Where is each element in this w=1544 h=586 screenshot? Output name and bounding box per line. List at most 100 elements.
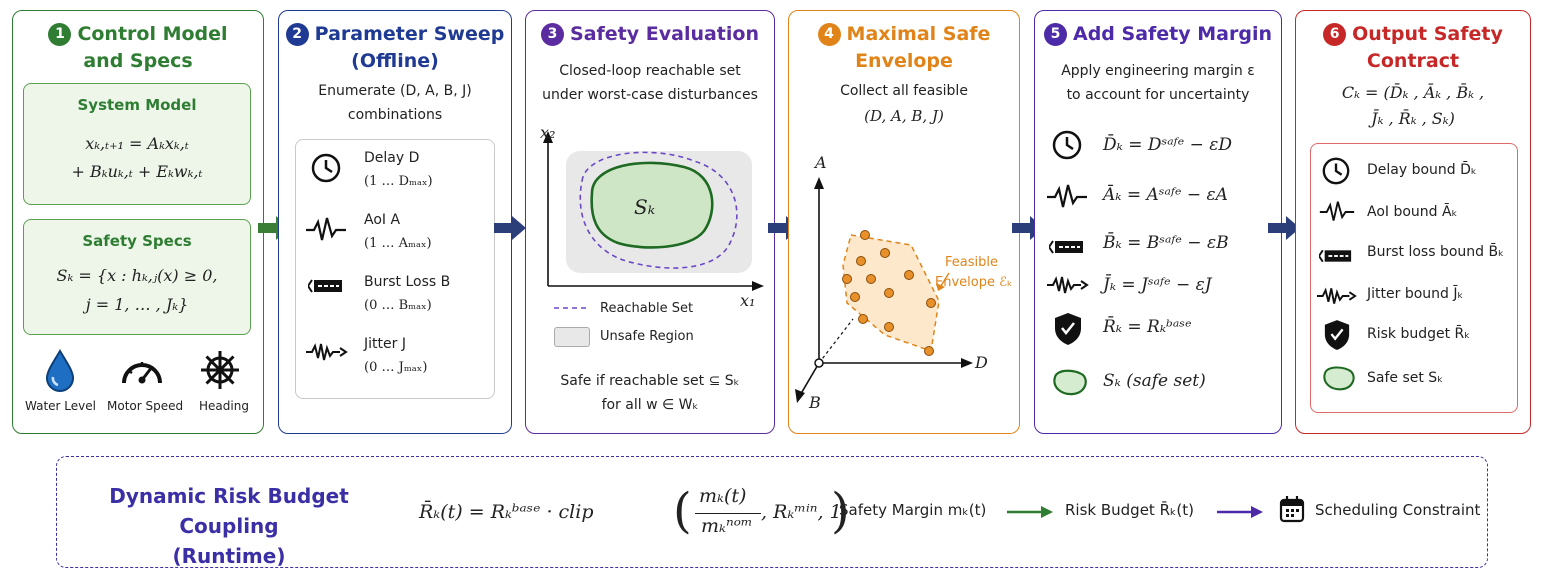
envelope-3d-plot (795, 177, 973, 403)
formula-numerator: mₖ(t) (699, 485, 747, 507)
burst-loss-icon (1317, 248, 1353, 268)
clock-icon (1051, 129, 1083, 165)
sweep-item-burst-label: Burst Loss B (364, 274, 451, 290)
contract-delay-bound: Delay bound D̄ₖ (1367, 162, 1477, 178)
runtime-coupling-box: Dynamic Risk Budget Coupling (Runtime) R… (56, 456, 1488, 568)
eval-desc-line1: Closed-loop reachable set (559, 63, 741, 79)
panel-add-safety-margin: 5 Add Safety Margin Apply engineering mar… (1034, 10, 1282, 434)
contract-safe-set: Safe set Sₖ (1367, 370, 1444, 386)
runtime-title-line2: (Runtime) (172, 544, 286, 568)
axis-b-label: B (809, 393, 821, 412)
title-line2: Contract (1366, 50, 1460, 72)
eval-foot-line2: for all w ∈ Wₖ (601, 397, 699, 413)
signal-pulse-icon (1319, 200, 1355, 228)
title-line1: Parameter Sweep (314, 23, 505, 45)
icon-label-heading: Heading (199, 399, 249, 413)
sweep-list-box: Delay D (1 … Dₘₐₓ) AoI A (1 … Aₘₐₓ) Burs… (295, 139, 495, 399)
spec-eq-line1: Sₖ = {x : hₖ,ⱼ(x) ≥ 0, (56, 266, 218, 285)
title-line1: Output Safety (1352, 23, 1503, 45)
contract-risk-budget: Risk budget R̄ₖ (1367, 326, 1471, 342)
reachable-set-plot (543, 131, 764, 291)
shield-icon (1323, 318, 1351, 356)
safe-set-icon (1319, 364, 1357, 396)
title-line1: Maximal Safe (846, 23, 991, 45)
safety-specs-title: Safety Specs (82, 232, 192, 250)
sweep-item-jitter-label: Jitter J (364, 336, 406, 352)
contract-list-box: Delay bound D̄ₖ AoI bound Āₖ Burst loss … (1310, 143, 1518, 413)
sweep-desc-line2: combinations (347, 107, 443, 123)
margin-eq-safe-set: Sₖ (safe set) (1103, 371, 1206, 391)
x-axis-label: x₁ (740, 291, 756, 310)
safe-set-region (590, 161, 714, 249)
sweep-item-burst-range: (0 … Bₘₐₓ) (364, 298, 432, 313)
formula-denominator: mₖⁿᵒᵐ (701, 515, 753, 537)
formula-right-paren: ) (831, 483, 850, 539)
envelope-desc-line2: (D, A, B, J) (864, 107, 944, 125)
feasible-envelope-label-line1: Feasible (945, 255, 998, 270)
calendar-icon (1279, 495, 1305, 527)
contract-line1: Cₖ = (D̄ₖ , Āₖ , B̄ₖ , (1341, 83, 1485, 102)
safety-specs-box: Safety Specs Sₖ = {x : hₖ,ⱼ(x) ≥ 0, j = … (23, 219, 251, 335)
jitter-icon (1317, 284, 1357, 312)
feasible-envelope-label-line2: Envelope ℰₖ (935, 275, 1013, 290)
system-eq-line2: + Bₖuₖ,ₜ + Eₖwₖ,ₜ (71, 162, 203, 181)
safe-set-label: Sₖ (634, 195, 655, 219)
step-number-badge: 6 (1323, 23, 1347, 46)
signal-pulse-icon (1047, 183, 1087, 215)
sweep-item-aoi-label: AoI A (364, 212, 401, 228)
margin-eq-delay: D̄ₖ = Dˢᵃᶠᵉ − εD (1103, 135, 1232, 155)
contract-aoi-bound: AoI bound Āₖ (1367, 204, 1458, 220)
flow-risk-budget: Risk Budget R̄ₖ(t) (1065, 501, 1194, 519)
legend-reachable-label: Reachable Set (600, 301, 694, 316)
title-line2: and Specs (83, 50, 193, 72)
spec-eq-line2: j = 1, … , Jₖ} (85, 295, 189, 314)
signal-pulse-icon (306, 216, 346, 248)
flow-scheduling-constraint: Scheduling Constraint (1315, 501, 1481, 519)
legend-unsafe-swatch (554, 327, 590, 347)
margin-eq-jitter: J̄ₖ = Jˢᵃᶠᵉ − εJ (1103, 275, 1212, 295)
flow-safety-margin: Safety Margin mₖ(t) (839, 501, 987, 519)
eval-desc-line2: under worst-case disturbances (542, 87, 758, 103)
envelope-desc-line1: Collect all feasible (840, 83, 968, 99)
title-text: Add Safety Margin (1073, 23, 1272, 45)
margin-eq-burst: B̄ₖ = Bˢᵃᶠᵉ − εB (1103, 233, 1229, 253)
flow-arrow-2 (494, 216, 526, 240)
sweep-desc-line1: Enumerate (D, A, B, J) (318, 83, 472, 99)
title-line1: Control Model (77, 23, 228, 45)
burst-loss-icon (306, 278, 344, 298)
burst-loss-icon (1047, 239, 1085, 259)
system-model-title: System Model (77, 96, 197, 114)
title-line2: (Offline) (351, 50, 439, 72)
ship-wheel-icon (199, 349, 241, 395)
shield-icon (1053, 311, 1083, 351)
margin-desc-line1: Apply engineering margin ε (1061, 63, 1255, 79)
step-number-badge: 5 (1044, 23, 1067, 46)
sweep-item-delay-label: Delay D (364, 150, 420, 166)
formula-lhs: R̄ₖ(t) = Rₖᵇᵃˢᵉ · clip (419, 501, 594, 523)
margin-eq-aoi: Āₖ = Aˢᵃᶠᵉ − εA (1103, 185, 1228, 205)
flow-arrow-purple (1217, 506, 1263, 518)
icon-label-water-level: Water Level (25, 399, 96, 413)
water-drop-icon (43, 349, 77, 397)
axis-d-label: D (975, 353, 988, 372)
sweep-item-aoi-range: (1 … Aₘₐₓ) (364, 236, 432, 251)
legend-unsafe-label: Unsafe Region (600, 329, 694, 344)
clock-icon (310, 152, 342, 188)
axis-a-label: A (815, 153, 827, 172)
sweep-item-jitter-range: (0 … Jₘₐₓ) (364, 360, 428, 375)
jitter-icon (306, 340, 348, 368)
contract-burst-bound: Burst loss bound B̄ₖ (1367, 244, 1505, 260)
step-number-badge: 1 (48, 23, 72, 46)
formula-rest: , Rₖᵐⁱⁿ, 1 (761, 501, 842, 523)
flow-arrow-green (1007, 506, 1053, 518)
title-text: Safety Evaluation (570, 23, 759, 45)
icon-label-motor-speed: Motor Speed (107, 399, 184, 413)
runtime-title: Dynamic Risk Budget Coupling (Runtime) (79, 481, 379, 571)
